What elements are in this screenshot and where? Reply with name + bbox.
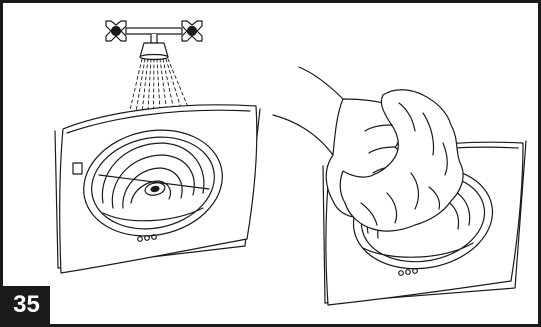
illustration bbox=[3, 3, 538, 324]
left-tap-icon bbox=[106, 21, 126, 41]
fan-grille-icon bbox=[55, 105, 260, 273]
right-tap-icon bbox=[182, 21, 202, 41]
shower-head-icon bbox=[106, 21, 202, 60]
step-number-badge: 35 bbox=[3, 286, 50, 324]
